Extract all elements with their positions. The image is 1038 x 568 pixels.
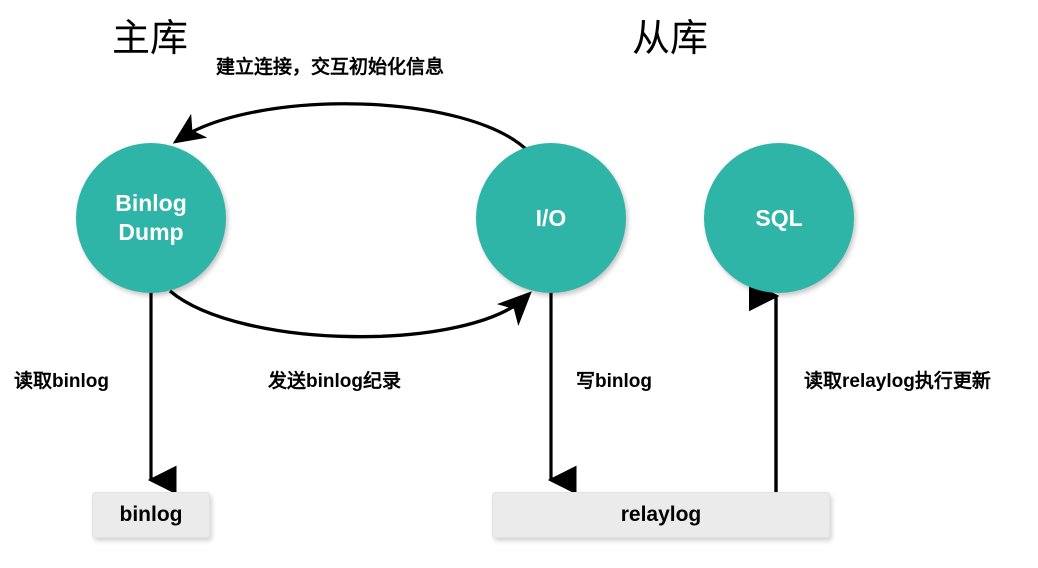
- connector-handshake: [172, 102, 531, 154]
- node-sql-thread[interactable]: SQL: [704, 143, 854, 293]
- edge-label-handshake: 建立连接，交互初始化信息: [216, 57, 445, 78]
- section-title-slave: 从库: [632, 18, 709, 60]
- connector-send-binlog: [168, 289, 532, 339]
- edge-label-send-binlog: 发送binlog纪录: [268, 371, 401, 392]
- edge-label-write-binlog: 写binlog: [576, 371, 652, 392]
- store-relaylog[interactable]: relaylog: [492, 492, 830, 538]
- node-io-thread[interactable]: I/O: [476, 143, 626, 293]
- edge-label-read-binlog: 读取binlog: [14, 371, 109, 392]
- edge-label-read-relaylog: 读取relaylog执行更新: [804, 371, 991, 392]
- node-binlog-dump[interactable]: Binlog Dump: [76, 143, 226, 293]
- section-title-master: 主库: [112, 18, 189, 60]
- store-binlog[interactable]: binlog: [92, 492, 210, 538]
